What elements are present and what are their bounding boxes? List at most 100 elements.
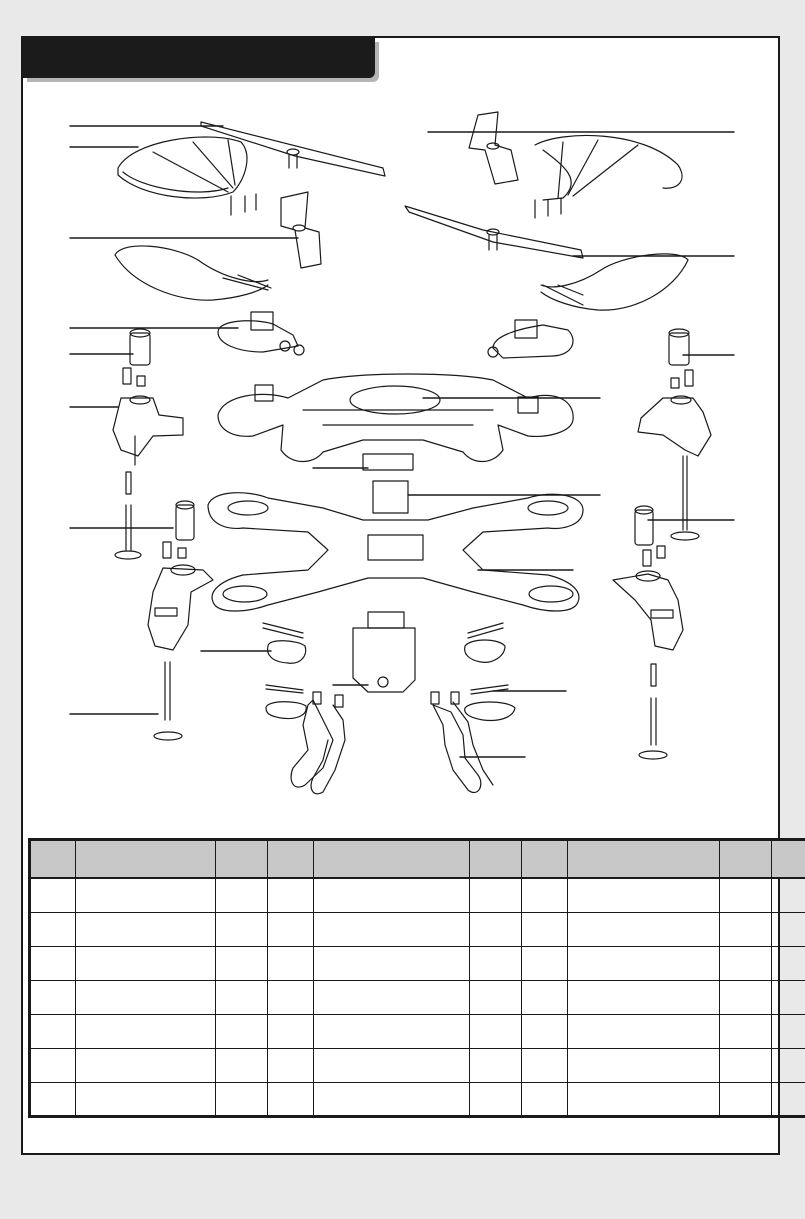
table-cell bbox=[719, 1047, 772, 1083]
table-cell bbox=[567, 1081, 720, 1117]
table-cell bbox=[267, 1047, 314, 1083]
col-header bbox=[313, 839, 470, 879]
table-cell bbox=[469, 1013, 522, 1049]
table-cell bbox=[29, 945, 76, 981]
section-header-tab bbox=[23, 38, 375, 78]
col-header bbox=[719, 839, 772, 879]
prop-guard-mid-right bbox=[540, 253, 689, 311]
arm-housing-left-lower bbox=[147, 564, 214, 651]
table-cell bbox=[719, 911, 772, 947]
table-cell bbox=[521, 1013, 568, 1049]
table-header-row bbox=[29, 839, 805, 879]
table-cell bbox=[771, 877, 805, 913]
table-cell bbox=[313, 1047, 470, 1083]
shaft-left-lower bbox=[153, 661, 183, 741]
battery-block bbox=[372, 480, 409, 514]
table-cell bbox=[719, 1013, 772, 1049]
table-cell bbox=[313, 945, 470, 981]
camera-unit bbox=[352, 611, 416, 693]
table-cell bbox=[469, 911, 522, 947]
parts-list-table bbox=[28, 838, 805, 1118]
table-cell bbox=[469, 1081, 522, 1117]
table-cell bbox=[521, 979, 568, 1015]
table-row bbox=[29, 911, 805, 947]
table-cell bbox=[215, 1047, 268, 1083]
table-cell bbox=[267, 1081, 314, 1117]
motor-mount-right bbox=[487, 319, 574, 359]
col-header bbox=[567, 839, 720, 879]
table-row bbox=[29, 945, 805, 981]
propeller-mid-left bbox=[280, 191, 322, 269]
col-header bbox=[215, 839, 268, 879]
table-cell bbox=[719, 877, 772, 913]
table-row bbox=[29, 1013, 805, 1049]
table-cell bbox=[521, 1081, 568, 1117]
table-cell bbox=[567, 877, 720, 913]
prop-guard-top-left bbox=[117, 136, 257, 216]
arm-housing-left-upper bbox=[112, 395, 184, 466]
table-cell bbox=[567, 1047, 720, 1083]
table-cell bbox=[29, 877, 76, 913]
main-frame bbox=[207, 492, 584, 612]
prop-guard-top-right bbox=[534, 134, 683, 219]
table-cell bbox=[567, 979, 720, 1015]
table-cell bbox=[215, 1013, 268, 1049]
col-header bbox=[521, 839, 568, 879]
motor-left-lower bbox=[162, 500, 195, 559]
table-cell bbox=[567, 945, 720, 981]
table-cell bbox=[771, 945, 805, 981]
upper-body-shell bbox=[217, 373, 574, 463]
motor-right-lower bbox=[634, 505, 666, 567]
table-cell bbox=[29, 979, 76, 1015]
table-row bbox=[29, 877, 805, 913]
table-cell bbox=[313, 877, 470, 913]
landing-leg-left bbox=[290, 691, 346, 795]
table-row bbox=[29, 1047, 805, 1083]
table-cell bbox=[215, 877, 268, 913]
table-cell bbox=[771, 911, 805, 947]
table-cell bbox=[75, 945, 216, 981]
landing-leg-right bbox=[430, 691, 494, 794]
propeller-mid-right bbox=[404, 205, 584, 259]
table-cell bbox=[771, 979, 805, 1015]
col-header bbox=[267, 839, 314, 879]
table-cell bbox=[567, 911, 720, 947]
table-cell bbox=[469, 979, 522, 1015]
col-header bbox=[469, 839, 522, 879]
table-cell bbox=[313, 1081, 470, 1117]
table-cell bbox=[75, 1013, 216, 1049]
table-cell bbox=[29, 1013, 76, 1049]
col-header bbox=[29, 839, 76, 879]
callout-leader-lines bbox=[69, 125, 735, 758]
exploded-parts-diagram bbox=[69, 111, 735, 795]
col-header bbox=[75, 839, 216, 879]
table-cell bbox=[521, 911, 568, 947]
table-cell bbox=[29, 911, 76, 947]
table-cell bbox=[75, 911, 216, 947]
prop-guard-mid-left bbox=[114, 245, 272, 301]
table-cell bbox=[313, 979, 470, 1015]
propeller-top-right bbox=[468, 111, 519, 185]
table-cell bbox=[719, 1081, 772, 1117]
table-cell bbox=[567, 1013, 720, 1049]
col-header bbox=[771, 839, 805, 879]
table-cell bbox=[469, 945, 522, 981]
shaft-right-lower bbox=[638, 663, 668, 760]
propeller-top-left bbox=[200, 121, 386, 177]
landing-pads-right bbox=[464, 622, 516, 722]
table-cell bbox=[29, 1081, 76, 1117]
table-cell bbox=[75, 877, 216, 913]
table-cell bbox=[771, 1013, 805, 1049]
top-plate bbox=[362, 453, 414, 471]
arm-housing-right-lower bbox=[612, 570, 684, 651]
table-cell bbox=[771, 1081, 805, 1117]
table-cell bbox=[771, 1047, 805, 1083]
table-cell bbox=[267, 1013, 314, 1049]
table-cell bbox=[521, 945, 568, 981]
table-row bbox=[29, 979, 805, 1015]
table-cell bbox=[29, 1047, 76, 1083]
table-cell bbox=[215, 911, 268, 947]
table-cell bbox=[469, 877, 522, 913]
table-cell bbox=[75, 1047, 216, 1083]
table-cell bbox=[313, 1013, 470, 1049]
